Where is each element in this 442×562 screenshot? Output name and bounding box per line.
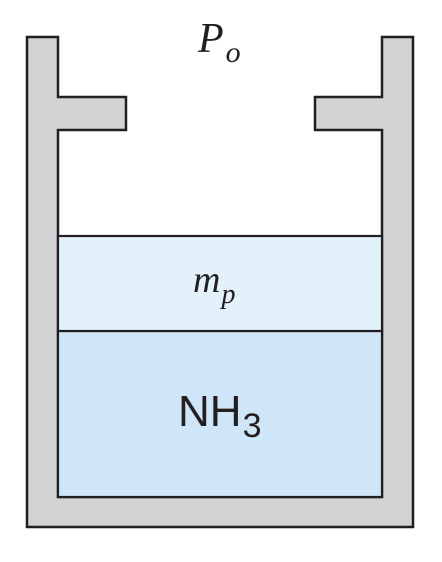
ambient-pressure-label: Po	[197, 16, 241, 69]
gas-region	[56, 329, 384, 499]
cylinder-wall	[25, 35, 415, 529]
ambient-pressure-subscript: o	[226, 36, 241, 69]
piston	[56, 234, 384, 333]
ambient-pressure-symbol: P	[197, 16, 224, 62]
gas-subscript: 3	[243, 407, 262, 445]
piston-mass-label: mp	[193, 259, 235, 310]
piston-mass-subscript: p	[219, 279, 235, 310]
gas-label: NH3	[178, 387, 261, 445]
gas-symbol: NH	[178, 387, 242, 436]
piston-mass-symbol: m	[193, 259, 220, 301]
